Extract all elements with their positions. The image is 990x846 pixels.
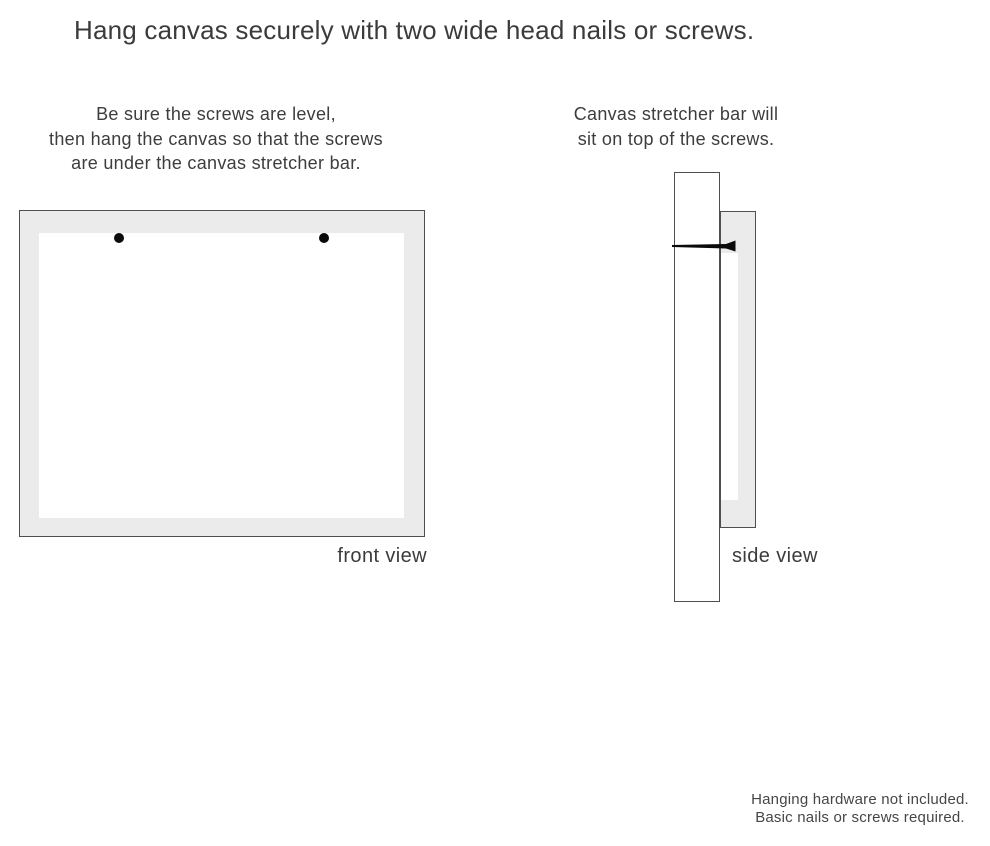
- front-view-canvas-inner: [39, 233, 404, 518]
- page-title: Hang canvas securely with two wide head …: [74, 15, 755, 45]
- instruction-line: Canvas stretcher bar will: [573, 104, 779, 124]
- screw-head-icon: [319, 233, 329, 243]
- side-view-caption: side view: [732, 545, 818, 567]
- hardware-note-line: Basic nails or screws required.: [755, 808, 965, 826]
- hardware-note: Hanging hardware not included. Basic nai…: [744, 791, 976, 826]
- instruction-line: are under the canvas stretcher bar.: [71, 153, 361, 173]
- screw-head-icon: [114, 233, 124, 243]
- instruction-line: sit on top of the screws.: [577, 128, 775, 149]
- side-view-canvas-inner: [721, 253, 738, 500]
- hardware-note-line: Hanging hardware not included.: [751, 791, 969, 808]
- front-view-canvas-frame: [19, 210, 425, 537]
- nail-icon: [672, 240, 736, 252]
- front-view-caption: front view: [337, 545, 427, 567]
- instruction-line: Be sure the screws are level,: [96, 104, 336, 124]
- instruction-line: then hang the canvas so that the screws: [49, 128, 383, 149]
- side-view-instructions: Canvas stretcher bar will sit on top of …: [560, 102, 792, 151]
- front-view-instructions: Be sure the screws are level, then hang …: [16, 102, 416, 176]
- side-view-wall-bar: [674, 172, 720, 602]
